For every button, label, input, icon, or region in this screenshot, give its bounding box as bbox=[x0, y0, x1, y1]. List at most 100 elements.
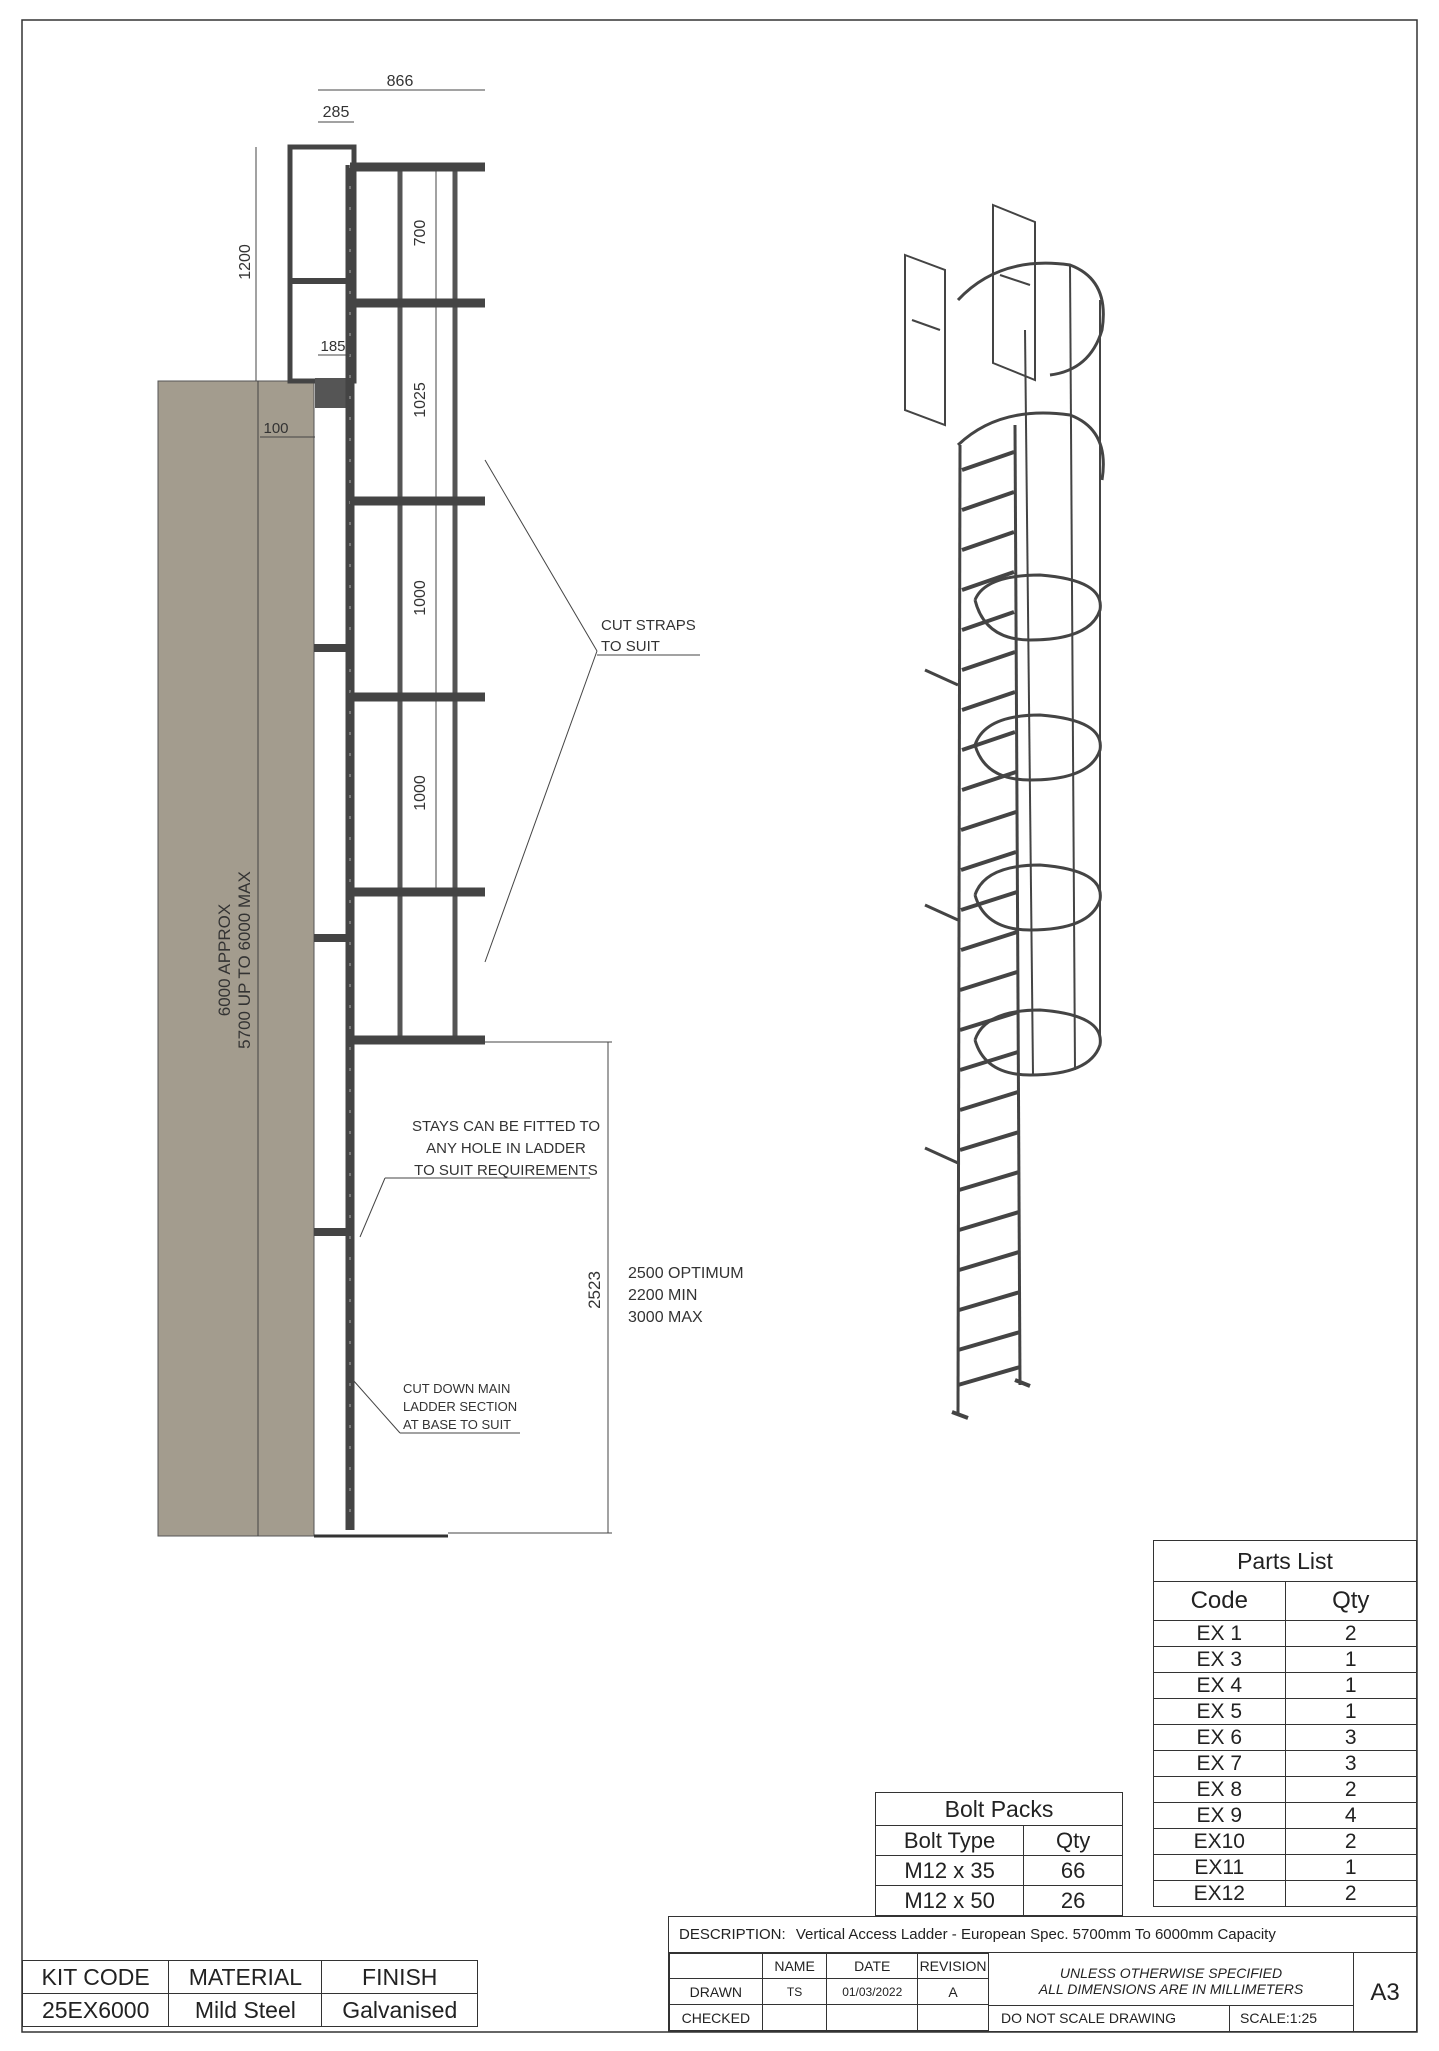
part-code: EX11 bbox=[1153, 1854, 1286, 1881]
bolt-qty: 66 bbox=[1023, 1855, 1123, 1886]
note-cut-down-2: LADDER SECTION bbox=[403, 1399, 517, 1414]
scale-value: SCALE:1:25 bbox=[1229, 2006, 1317, 2031]
sheet-border bbox=[21, 19, 1418, 2033]
part-code: EX 9 bbox=[1153, 1802, 1286, 1829]
kit-code-value: 25EX6000 bbox=[21, 1993, 170, 2027]
note-min: 2200 MIN bbox=[628, 1287, 697, 1304]
revision-value: A bbox=[917, 1978, 989, 2005]
dim-hoop-top-spacing: 700 bbox=[412, 220, 429, 247]
title-block: DESCRIPTION: Vertical Access Ladder - Eu… bbox=[668, 1916, 1417, 2032]
description-row: DESCRIPTION: Vertical Access Ladder - Eu… bbox=[669, 1917, 1416, 1953]
wall-stays bbox=[314, 644, 352, 1236]
bolt-type: M12 x 50 bbox=[874, 1885, 1025, 1916]
part-qty: 4 bbox=[1284, 1802, 1417, 1829]
note-cut-down-3: AT BASE TO SUIT bbox=[403, 1417, 511, 1432]
part-qty: 3 bbox=[1284, 1750, 1417, 1777]
note-cut-down-1: CUT DOWN MAIN bbox=[403, 1381, 510, 1396]
dim-height-max: 5700 UP TO 6000 MAX bbox=[235, 871, 254, 1049]
part-qty: 1 bbox=[1284, 1854, 1417, 1881]
part-qty: 1 bbox=[1284, 1698, 1417, 1725]
note-stays-1: STAYS CAN BE FITTED TO bbox=[412, 1118, 600, 1135]
date-header: DATE bbox=[826, 1953, 919, 1979]
spec-note: UNLESS OTHERWISE SPECIFIED ALL DIMENSION… bbox=[989, 1953, 1354, 2005]
cage-hoops bbox=[350, 162, 485, 1045]
parts-code-header: Code bbox=[1153, 1581, 1286, 1621]
drawn-label: DRAWN bbox=[669, 1978, 763, 2005]
dim-cage-bottom-height: 2523 bbox=[585, 1271, 604, 1309]
iso-stile-right bbox=[1013, 424, 1022, 1386]
bolt-type: M12 x 35 bbox=[874, 1855, 1025, 1886]
revision-header: REVISION bbox=[917, 1953, 989, 1979]
part-code: EX 5 bbox=[1153, 1698, 1286, 1725]
iso-stays bbox=[924, 668, 959, 1165]
name-header: NAME bbox=[761, 1953, 828, 1979]
finish-value: Galvanised bbox=[321, 1993, 478, 2027]
part-code: EX 6 bbox=[1153, 1724, 1286, 1751]
material-header: MATERIAL bbox=[168, 1960, 323, 1994]
note-max: 3000 MAX bbox=[628, 1309, 703, 1326]
part-qty: 1 bbox=[1284, 1646, 1417, 1673]
parts-list-title: Parts List bbox=[1153, 1540, 1417, 1582]
dim-hoop-gap-3: 1000 bbox=[412, 775, 429, 811]
elevation-view: 866 285 1200 700 1025 1000 1000 185 100 … bbox=[157, 73, 744, 1538]
checked-label: CHECKED bbox=[669, 2004, 763, 2031]
part-code: EX 1 bbox=[1153, 1620, 1286, 1647]
spec-note-line1: UNLESS OTHERWISE SPECIFIED bbox=[1059, 1965, 1283, 1981]
part-qty: 2 bbox=[1284, 1776, 1417, 1803]
extension-frame-left bbox=[904, 253, 946, 427]
extension-frame-right bbox=[992, 203, 1036, 382]
finish-header: FINISH bbox=[321, 1960, 478, 1994]
dim-cage-offset: 285 bbox=[323, 104, 350, 121]
part-code: EX10 bbox=[1153, 1828, 1286, 1855]
note-optimum: 2500 OPTIMUM bbox=[628, 1265, 744, 1282]
wall bbox=[157, 380, 315, 1537]
part-code: EX 4 bbox=[1153, 1672, 1286, 1699]
dim-standoff: 185 bbox=[320, 338, 345, 355]
wall-bracket bbox=[315, 378, 351, 408]
spec-note-line2: ALL DIMENSIONS ARE IN MILLIMETERS bbox=[1038, 1981, 1304, 1997]
drawn-checked-table: NAME DATE REVISION DRAWN TS 01/03/2022 A… bbox=[669, 1953, 989, 2031]
parts-qty-header: Qty bbox=[1284, 1581, 1417, 1621]
part-code: EX 8 bbox=[1153, 1776, 1286, 1803]
description-label: DESCRIPTION: bbox=[679, 1926, 786, 1943]
dim-hoop-gap-1: 1025 bbox=[412, 382, 429, 418]
no-scale-row: DO NOT SCALE DRAWING SCALE:1:25 bbox=[989, 2005, 1354, 2032]
iso-cage-hoops bbox=[956, 261, 1105, 1077]
bolt-qty: 26 bbox=[1023, 1885, 1123, 1916]
part-qty: 2 bbox=[1284, 1828, 1417, 1855]
dim-wall-offset: 100 bbox=[263, 420, 288, 437]
dim-hoop-gap-2: 1000 bbox=[412, 580, 429, 616]
part-qty: 1 bbox=[1284, 1672, 1417, 1699]
bolt-type-header: Bolt Type bbox=[874, 1825, 1025, 1856]
no-scale-note: DO NOT SCALE DRAWING bbox=[1001, 2010, 1177, 2026]
note-stays-3: TO SUIT REQUIREMENTS bbox=[414, 1162, 598, 1179]
kit-code-header: KIT CODE bbox=[21, 1960, 170, 1994]
dim-height-approx: 6000 APPROX bbox=[215, 904, 234, 1016]
part-code: EX 3 bbox=[1153, 1646, 1286, 1673]
part-qty: 3 bbox=[1284, 1724, 1417, 1751]
bolt-qty-header: Qty bbox=[1023, 1825, 1123, 1856]
sheet-size: A3 bbox=[1370, 1979, 1400, 2006]
drawn-name: TS bbox=[761, 1978, 828, 2005]
note-cut-straps-2: TO SUIT bbox=[601, 638, 660, 655]
note-stays-2: ANY HOLE IN LADDER bbox=[426, 1140, 586, 1157]
material-value: Mild Steel bbox=[168, 1993, 323, 2027]
iso-stile-left bbox=[956, 444, 962, 1416]
part-qty: 2 bbox=[1284, 1880, 1417, 1907]
